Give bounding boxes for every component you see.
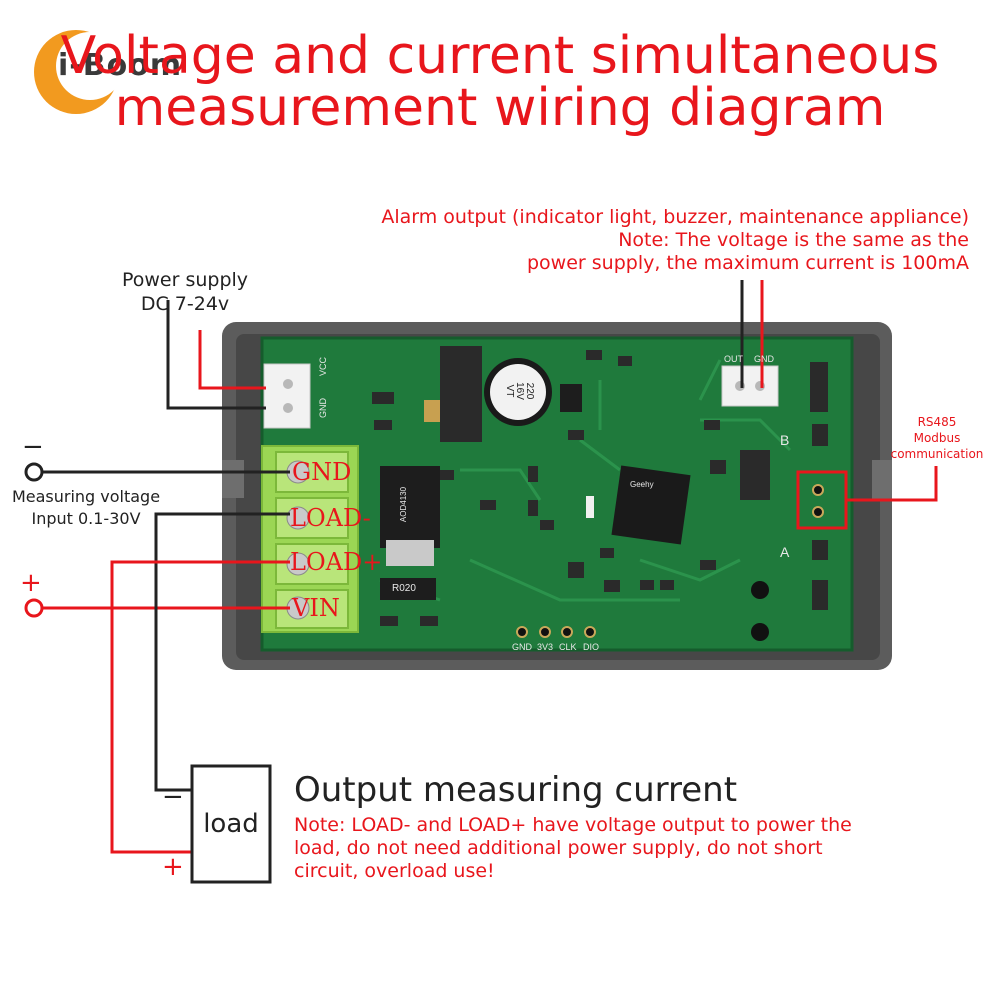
chip-label: Geehy bbox=[630, 480, 654, 489]
title-line-2: measurement wiring diagram bbox=[114, 78, 886, 138]
terminal-label-gnd: GND bbox=[292, 458, 352, 486]
alarm-output-label: Alarm output (indicator light, buzzer, m… bbox=[381, 206, 969, 274]
alarm-connector bbox=[721, 365, 779, 407]
load-box bbox=[190, 764, 272, 884]
title-line-1: Voltage and current simultaneous bbox=[60, 26, 940, 86]
output-note: Note: LOAD- and LOAD+ have voltage outpu… bbox=[294, 814, 852, 882]
header-pin-dio: DIO bbox=[583, 642, 600, 652]
minus-terminal-circle bbox=[24, 462, 44, 482]
header-pin-clk: CLK bbox=[559, 642, 577, 652]
load-minus-sign: − bbox=[162, 782, 184, 812]
output-heading: Output measuring current bbox=[294, 770, 738, 810]
mosfet-label: AOD4130 bbox=[399, 486, 409, 523]
brand-name: i-Boom bbox=[58, 48, 183, 83]
power-gnd-wire bbox=[166, 300, 266, 410]
mcu-chip bbox=[611, 465, 691, 545]
board-pin-vcc: VCC bbox=[318, 356, 328, 376]
header-pin-3v3: 3V3 bbox=[537, 642, 554, 652]
power-connector bbox=[263, 363, 311, 429]
board-pin-alarm-gnd: GND bbox=[754, 354, 774, 364]
terminal-label-load-minus: LOAD- bbox=[290, 504, 371, 532]
mosfet bbox=[380, 466, 440, 548]
load-plus-sign: + bbox=[162, 852, 184, 882]
input-plus-sign: + bbox=[20, 568, 42, 598]
power-supply-label: Power supply DC 7-24v bbox=[121, 269, 249, 315]
input-minus-sign: − bbox=[22, 432, 44, 462]
board-pin-gnd: GND bbox=[318, 398, 328, 418]
header-pin-gnd: GND bbox=[512, 642, 532, 652]
measuring-voltage-label: Measuring voltage Input 0.1-30V bbox=[11, 487, 161, 528]
brand-logo bbox=[34, 30, 120, 114]
load-label: load bbox=[203, 809, 259, 839]
terminal-label-vin: VIN bbox=[292, 594, 340, 622]
load-minus-wire bbox=[154, 512, 290, 792]
board-pin-out: OUT bbox=[724, 354, 743, 364]
load-plus-wire bbox=[110, 560, 290, 854]
terminal-label-load-plus: LOAD+ bbox=[290, 548, 383, 576]
page-title: Voltage and current simultaneous measure… bbox=[0, 30, 1000, 134]
shunt-resistor bbox=[380, 578, 436, 600]
power-vcc-wire bbox=[198, 330, 266, 390]
rs485-label: RS485 Modbus communication bbox=[890, 415, 984, 461]
board-pin-b: B bbox=[780, 432, 790, 448]
resistor-label: R020 bbox=[392, 583, 416, 594]
board-pin-a: A bbox=[780, 544, 790, 560]
plus-terminal-circle bbox=[24, 598, 44, 618]
